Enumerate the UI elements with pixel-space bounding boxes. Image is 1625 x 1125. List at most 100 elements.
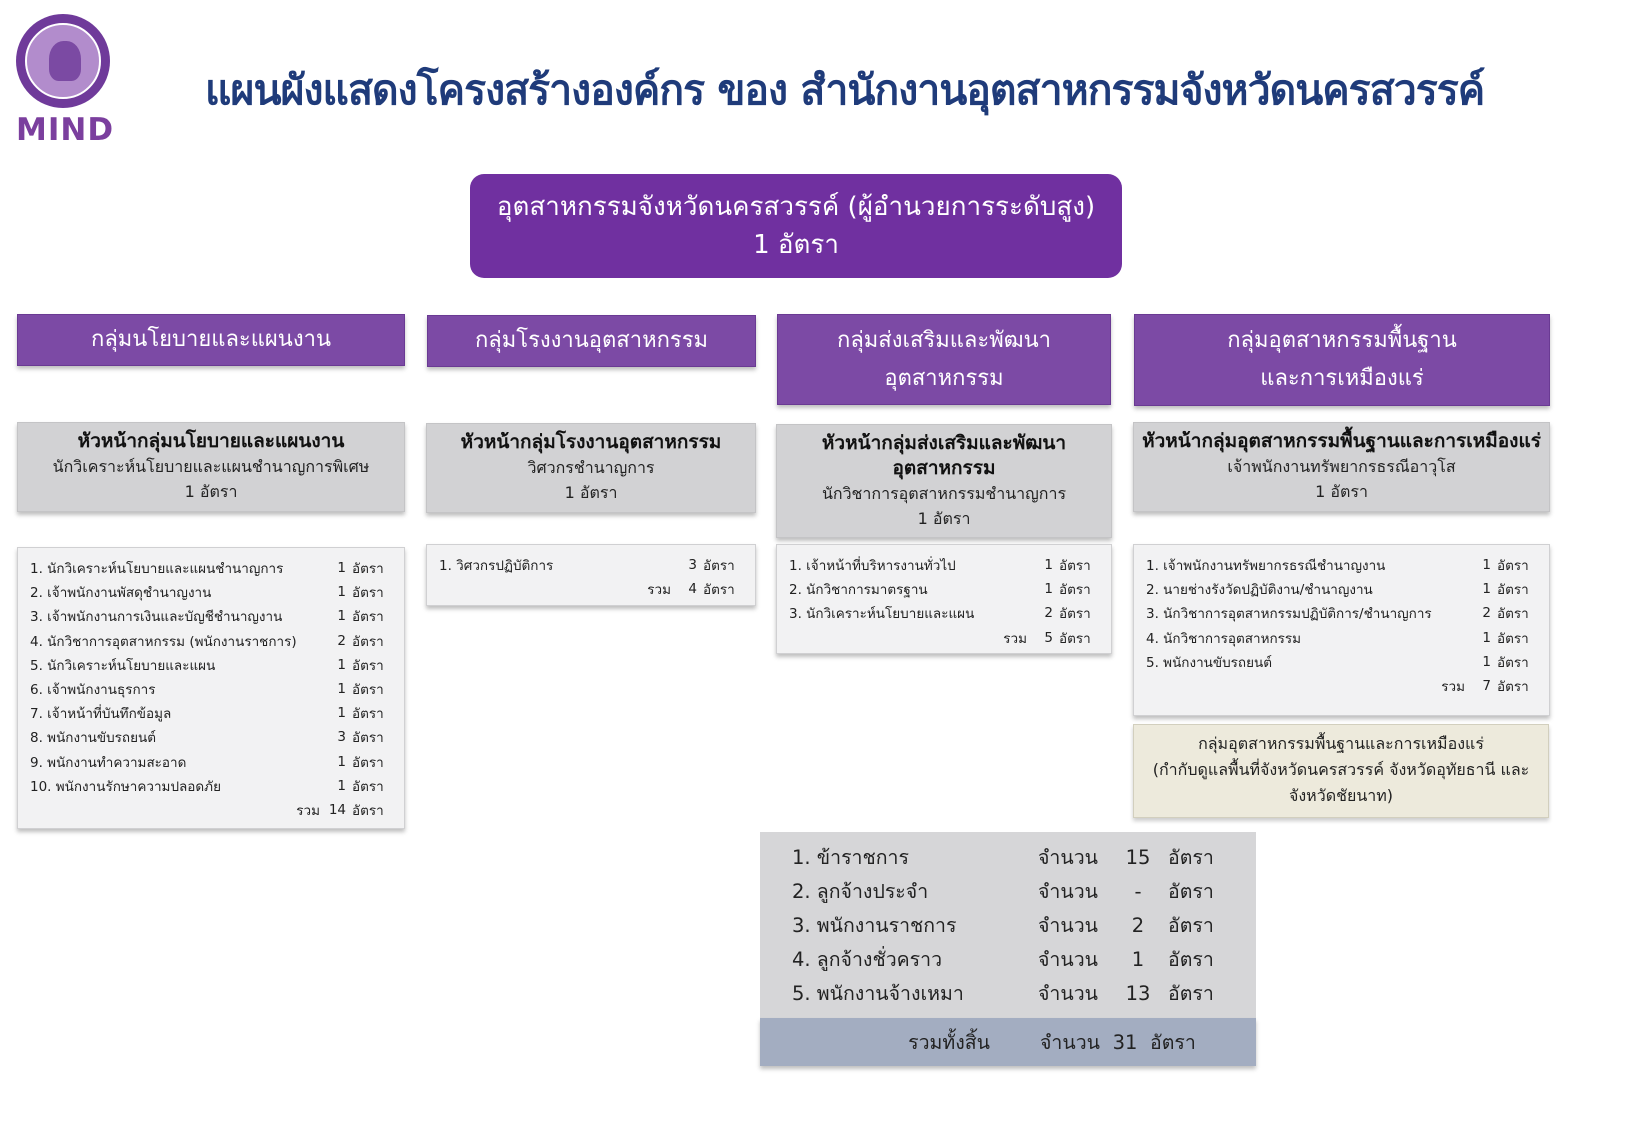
summary-total-label: รวมทั้งสิ้น bbox=[908, 1030, 990, 1054]
staff-label: 5. พนักงานขับรถยนต์ bbox=[1146, 654, 1273, 671]
staff-count: 1 bbox=[1482, 629, 1491, 646]
note-line: (กำกับดูแลพื้นที่จังหวัดนครสวรรค์ จังหวั… bbox=[1152, 760, 1530, 779]
staff-label: 3. นักวิชาการอุตสาหกรรมปฏิบัติการ/ชำนาญก… bbox=[1146, 606, 1432, 623]
summary-count: 1 bbox=[1131, 947, 1145, 971]
total-count: 5 bbox=[1044, 629, 1053, 646]
total-unit: อัตรา bbox=[703, 582, 735, 599]
total-count: 14 bbox=[328, 801, 346, 818]
staff-label: 10. พนักงานรักษาความปลอดภัย bbox=[30, 778, 221, 795]
staff-count: 1 bbox=[1482, 581, 1491, 598]
total-label: รวม bbox=[1441, 679, 1465, 696]
total-unit: อัตรา bbox=[352, 802, 384, 819]
staff-count: 1 bbox=[337, 584, 346, 601]
staff-unit: อัตรา bbox=[352, 778, 384, 795]
summary-row: 2. ลูกจ้างประจำจำนวน-อัตรา bbox=[792, 874, 1256, 908]
total-unit: อัตรา bbox=[1059, 630, 1091, 647]
chief-rate: 1 อัตรา bbox=[1315, 482, 1368, 501]
staff-unit: อัตรา bbox=[1497, 558, 1529, 575]
director-rate: 1 อัตรา bbox=[753, 230, 839, 260]
staff-unit: อัตรา bbox=[352, 561, 384, 578]
staff-label: 9. พนักงานทำความสะอาด bbox=[30, 754, 187, 771]
note-line: กลุ่มอุตสาหกรรมพื้นฐานและการเหมืองแร่ bbox=[1198, 734, 1484, 753]
staff-count: 3 bbox=[337, 729, 346, 746]
group-head-policy: กลุ่มนโยบายและแผนงาน bbox=[17, 314, 405, 366]
staff-count: 1 bbox=[337, 656, 346, 673]
staff-count: 1 bbox=[1482, 653, 1491, 670]
staff-count: 1 bbox=[337, 681, 346, 698]
chief-title: หัวหน้ากลุ่มอุตสาหกรรมพื้นฐานและการเหมือ… bbox=[1142, 430, 1541, 452]
staff-count: 2 bbox=[1482, 605, 1491, 622]
summary-word: จำนวน bbox=[1038, 981, 1098, 1005]
chief-position: นักวิเคราะห์นโยบายและแผนชำนาญการพิเศษ bbox=[52, 457, 370, 476]
chief-position: วิศวกรชำนาญการ bbox=[527, 458, 655, 477]
staff-label: 3. เจ้าพนักงานการเงินและบัญชีชำนาญงาน bbox=[30, 609, 283, 626]
staff-count: 2 bbox=[337, 632, 346, 649]
summary-unit: อัตรา bbox=[1168, 947, 1214, 971]
summary-label: 1. ข้าราชการ bbox=[792, 845, 909, 869]
summary-unit: อัตรา bbox=[1168, 845, 1214, 869]
staff-label: 6. เจ้าพนักงานธุรการ bbox=[30, 682, 156, 699]
staff-count: 1 bbox=[337, 777, 346, 794]
deity-figure-icon bbox=[49, 41, 81, 81]
staff-unit: อัตรา bbox=[352, 754, 384, 771]
chief-position: เจ้าพนักงานทรัพยากรธรณีอาวุโส bbox=[1227, 457, 1456, 476]
director-box: อุตสาหกรรมจังหวัดนครสวรรค์ (ผู้อำนวยการร… bbox=[470, 174, 1122, 278]
group-head-factory: กลุ่มโรงงานอุตสาหกรรม bbox=[427, 315, 756, 367]
staff-label: 2. นักวิชาการมาตรฐาน bbox=[789, 582, 928, 599]
staff-unit: อัตรา bbox=[352, 609, 384, 626]
group-head-label: กลุ่มอุตสาหกรรมพื้นฐาน bbox=[1227, 328, 1457, 353]
staff-label: 1. เจ้าพนักงานทรัพยากรธรณีชำนาญงาน bbox=[1146, 558, 1386, 575]
staff-label: 7. เจ้าหน้าที่บันทึกข้อมูล bbox=[30, 706, 172, 723]
staff-label: 4. นักวิชาการอุตสาหกรรม bbox=[1146, 630, 1302, 647]
staff-label: 2. เจ้าพนักงานพัสดุชำนาญงาน bbox=[30, 585, 212, 602]
staff-count: 1 bbox=[1044, 557, 1053, 574]
list-item: 2. นักวิชาการมาตรฐาน 1 อัตรา bbox=[789, 577, 1093, 601]
total-count: 7 bbox=[1482, 678, 1491, 695]
chief-rate: 1 อัตรา bbox=[564, 483, 618, 502]
staff-label: 8. พนักงานขับรถยนต์ bbox=[30, 730, 157, 747]
staff-unit: อัตรา bbox=[352, 657, 384, 674]
staff-unit: อัตรา bbox=[1497, 606, 1529, 623]
summary-label: 3. พนักงานราชการ bbox=[792, 913, 957, 937]
summary-unit: อัตรา bbox=[1168, 913, 1214, 937]
coverage-note: กลุ่มอุตสาหกรรมพื้นฐานและการเหมืองแร่ (ก… bbox=[1133, 724, 1549, 818]
staff-unit: อัตรา bbox=[1497, 654, 1529, 671]
summary-count: 13 bbox=[1125, 981, 1151, 1005]
chief-box-mining: หัวหน้ากลุ่มอุตสาหกรรมพื้นฐานและการเหมือ… bbox=[1133, 422, 1550, 512]
staff-label: 1. วิศวกรปฏิบัติการ bbox=[439, 558, 554, 575]
list-item: 3. นักวิชาการอุตสาหกรรมปฏิบัติการ/ชำนาญก… bbox=[1146, 601, 1531, 625]
summary-total-word: จำนวน bbox=[1040, 1030, 1100, 1054]
staff-count: 1 bbox=[337, 753, 346, 770]
chief-position: นักวิชาการอุตสาหกรรมชำนาญการ bbox=[821, 484, 1067, 503]
list-item: 10. พนักงานรักษาความปลอดภัย 1 อัตรา bbox=[30, 774, 386, 798]
total-label: รวม bbox=[296, 802, 320, 819]
staff-count: 2 bbox=[1044, 605, 1053, 622]
staff-unit: อัตรา bbox=[1059, 606, 1091, 623]
staff-count: 1 bbox=[1482, 557, 1491, 574]
staff-count: 1 bbox=[1044, 581, 1053, 598]
logo-emblem-icon bbox=[25, 23, 101, 99]
chief-title: อุตสาหกรรม bbox=[892, 457, 996, 479]
group-head-label: กลุ่มนโยบายและแผนงาน bbox=[91, 327, 331, 352]
summary-total-row: รวมทั้งสิ้น จำนวน 31 อัตรา bbox=[760, 1018, 1256, 1066]
staff-count: 1 bbox=[337, 560, 346, 577]
ministry-logo bbox=[16, 14, 110, 108]
staff-unit: อัตรา bbox=[1059, 582, 1091, 599]
staff-unit: อัตรา bbox=[352, 633, 384, 650]
group-head-label: กลุ่มโรงงานอุตสาหกรรม bbox=[474, 328, 709, 353]
page-title: แผนผังแสดงโครงสร้างองค์กร ของ สำนักงานอุ… bbox=[205, 66, 1485, 114]
chief-title: หัวหน้ากลุ่มโรงงานอุตสาหกรรม bbox=[460, 431, 722, 453]
